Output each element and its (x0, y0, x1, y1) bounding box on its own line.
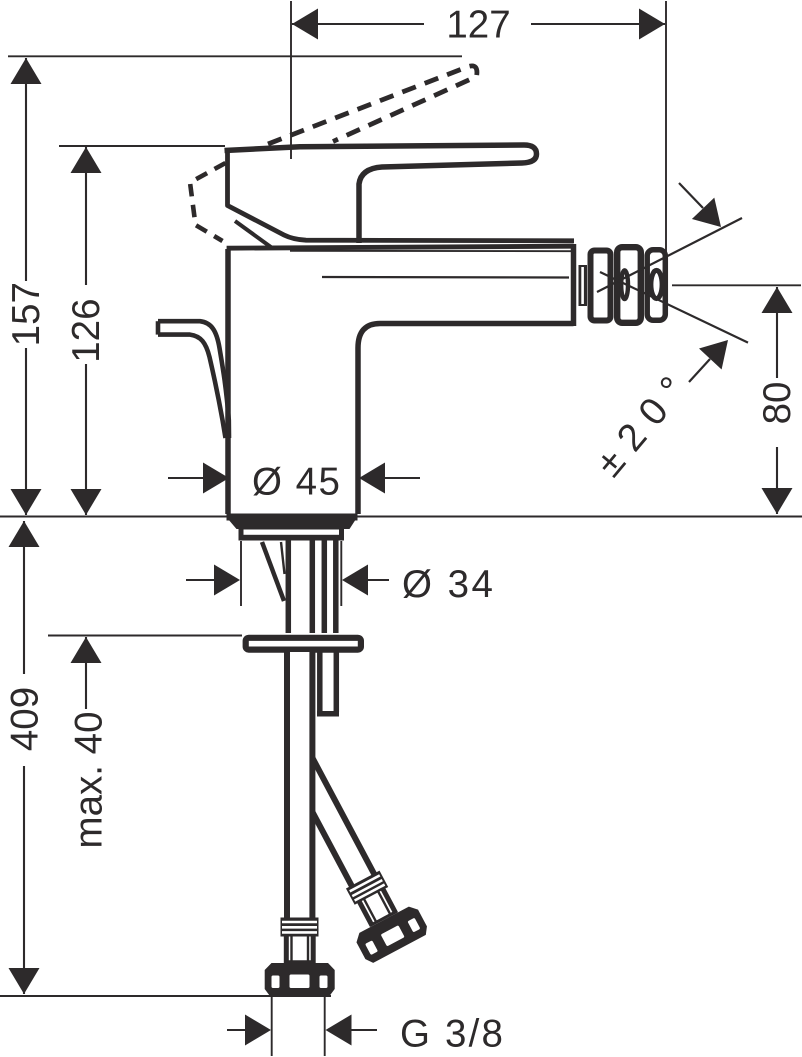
svg-text:Ø 34: Ø 34 (402, 563, 495, 606)
svg-text:80: 80 (756, 382, 799, 425)
svg-text:127: 127 (446, 4, 510, 47)
svg-text:157: 157 (5, 282, 48, 346)
svg-text:Ø 45: Ø 45 (252, 461, 341, 504)
svg-text:126: 126 (65, 298, 108, 362)
svg-text:max. 40: max. 40 (68, 712, 111, 849)
svg-text:409: 409 (4, 687, 47, 751)
svg-text:G 3/8: G 3/8 (400, 1013, 505, 1056)
